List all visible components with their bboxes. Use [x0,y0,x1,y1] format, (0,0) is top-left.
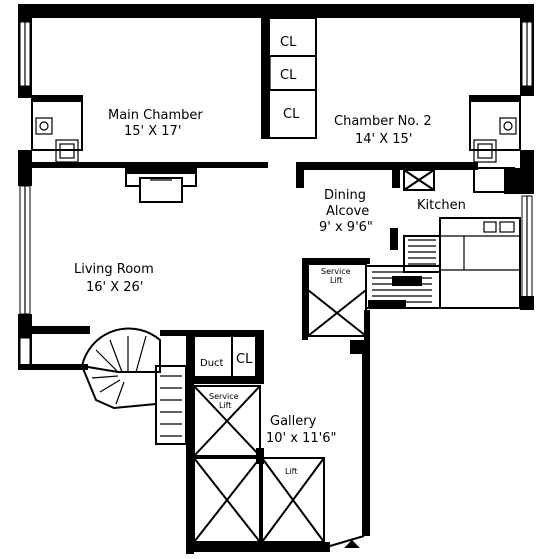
lift-label: Lift [285,467,298,476]
wall-gallery-right [362,340,370,536]
main-chamber-name: Main Chamber [108,108,203,123]
closet-label-2: CL [280,68,297,83]
service-lift-left-line2: Lift [219,401,232,410]
duct-closet [193,335,264,384]
service-lift-right-line1: Service [321,267,351,276]
kitchen-vent [403,169,435,191]
gallery-name: Gallery [270,414,317,429]
closet-label-1: CL [280,35,297,50]
service-stair [365,265,441,309]
chamber-2-name: Chamber No. 2 [334,114,432,129]
service-lift-left [193,385,261,457]
living-room-name: Living Room [74,262,154,277]
service-lift-left-line1: Service [209,392,239,401]
wall-chamber-living [30,162,268,168]
gallery-dims: 10' x 11'6" [266,431,336,446]
kitchen-counter [439,217,521,309]
dining-dims: 9' x 9'6" [319,220,373,235]
living-room-dims: 16' X 26' [86,280,143,295]
wall-chamber2-dining [296,162,478,170]
chamber-2-dims: 14' X 15' [355,132,412,147]
kitchen-name: Kitchen [417,198,466,213]
entry-marker-icon [344,540,360,548]
lift-left-lower [193,457,261,543]
service-lift-right-line2: Lift [330,276,343,285]
closet-label-3: CL [283,107,300,122]
spiral-stair [80,327,187,445]
closet-stack [261,17,317,139]
left-bay-fixture [31,95,83,163]
window-left-lower [19,337,31,367]
fireplace [125,168,197,203]
duct-label: Duct [200,358,224,369]
service-lift-right [302,258,370,340]
main-chamber-dims: 15' X 17' [124,124,181,139]
wall-top [18,4,530,18]
right-bay-fixture [469,95,521,163]
dining-name-line2: Alcove [326,204,369,219]
dining-name-line1: Dining [324,188,366,203]
closet-label-4: CL [236,352,253,367]
